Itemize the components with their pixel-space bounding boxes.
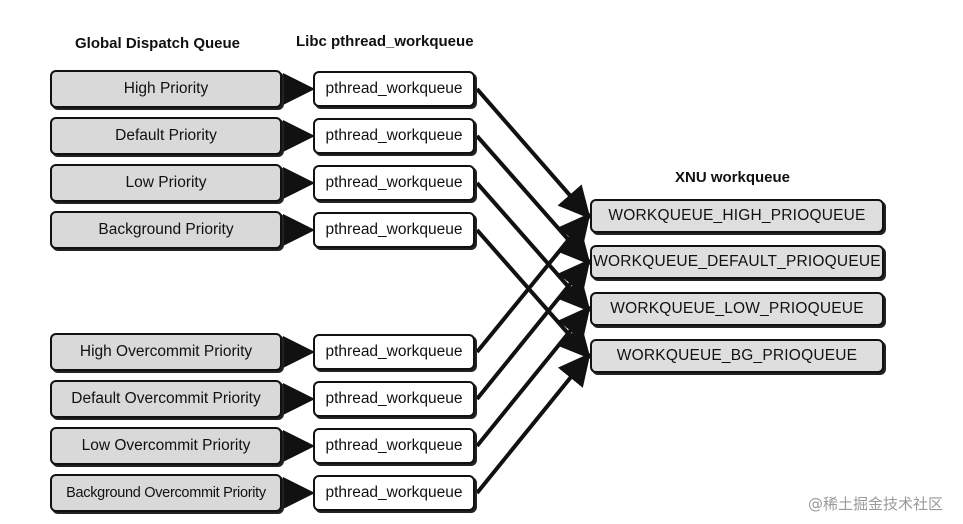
global-queue-background-overcommit-priority: Background Overcommit Priority [50, 474, 282, 512]
xnu-workqueue-heading: XNU workqueue [675, 169, 791, 186]
libc-pthread-workqueue-heading: Libc pthread_workqueue [296, 33, 474, 50]
global-dispatch-queue-heading: Global Dispatch Queue [75, 35, 241, 52]
pthread-workqueue-box: pthread_workqueue [313, 212, 475, 248]
pthread-workqueue-box: pthread_workqueue [313, 118, 475, 154]
xnu-bg-prioqueue: WORKQUEUE_BG_PRIOQUEUE [590, 339, 884, 373]
pthread-workqueue-box: pthread_workqueue [313, 428, 475, 464]
arrow-to-xnu-queue-8 [475, 352, 591, 495]
pthread-workqueue-box: pthread_workqueue [313, 334, 475, 370]
global-queue-high-priority: High Priority [50, 70, 282, 108]
watermark: @稀土掘金技术社区 [807, 495, 943, 513]
pthread-workqueue-box: pthread_workqueue [313, 381, 475, 417]
arrow-to-xnu-queue-5 [475, 212, 591, 354]
global-queue-low-overcommit-priority: Low Overcommit Priority [50, 427, 282, 465]
arrow-to-xnu-queue-7 [475, 305, 591, 448]
global-queue-default-priority: Default Priority [50, 117, 282, 155]
arrow-to-xnu-queue-6 [475, 258, 591, 401]
pthread-workqueue-box: pthread_workqueue [313, 71, 475, 107]
pthread-workqueue-box: pthread_workqueue [313, 165, 475, 201]
arrow-to-xnu-queue-1 [475, 87, 591, 220]
xnu-high-prioqueue: WORKQUEUE_HIGH_PRIOQUEUE [590, 199, 884, 233]
xnu-low-prioqueue: WORKQUEUE_LOW_PRIOQUEUE [590, 292, 884, 326]
global-queue-high-overcommit-priority: High Overcommit Priority [50, 333, 282, 371]
xnu-default-prioqueue: WORKQUEUE_DEFAULT_PRIOQUEUE [590, 245, 884, 279]
pthread-workqueue-box: pthread_workqueue [313, 475, 475, 511]
global-queue-background-priority: Background Priority [50, 211, 282, 249]
global-queue-default-overcommit-priority: Default Overcommit Priority [50, 380, 282, 418]
global-queue-low-priority: Low Priority [50, 164, 282, 202]
